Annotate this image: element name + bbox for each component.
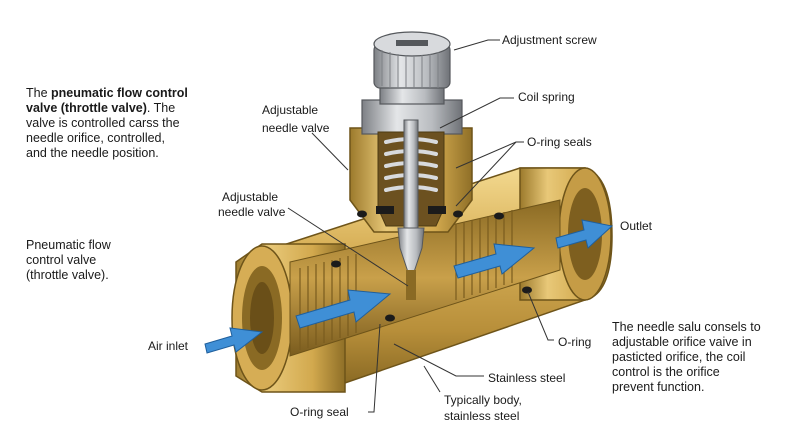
note-line-2: adjustable orifice vaive in xyxy=(612,335,752,349)
label-adj-needle-valve-2b: needle valve xyxy=(218,205,286,219)
note-line-4: control is the orifice xyxy=(612,365,720,379)
label-typically-body-b: stainless steel xyxy=(444,409,519,423)
side-caption: Pneumatic flow control valve (throttle v… xyxy=(26,238,111,283)
label-adj-needle-valve-1b: needle valve xyxy=(262,121,330,135)
label-adj-needle-valve-1a: Adjustable xyxy=(262,103,318,117)
intro-line-4: needle orifice, controlled, xyxy=(26,131,165,145)
intro-line-3: valve is controlled carss the xyxy=(26,116,180,130)
note-line-5: prevent function. xyxy=(612,380,705,394)
note-text: The needle salu consels to adjustable or… xyxy=(612,320,761,395)
label-adj-needle-valve-2a: Adjustable xyxy=(222,190,278,204)
adjustment-knob xyxy=(373,31,451,89)
flow-arrow-outlet xyxy=(555,219,614,249)
label-oring: O-ring xyxy=(558,335,591,349)
side-caption-line-2: control valve xyxy=(26,253,97,267)
label-air-inlet: Air inlet xyxy=(148,339,189,353)
leader-lines xyxy=(287,39,554,413)
label-adjustment-screw: Adjustment screw xyxy=(502,33,597,47)
intro-text: The pneumatic flow control valve (thrott… xyxy=(26,86,188,161)
side-caption-line-1: Pneumatic flow xyxy=(26,238,111,252)
flow-arrow-inlet xyxy=(204,327,264,354)
intro-line-1: The pneumatic flow control xyxy=(26,86,188,100)
intro-line-2: valve (throttle valve). The xyxy=(26,101,176,115)
side-caption-line-3: (throttle valve). xyxy=(26,268,109,282)
label-oring-seal: O-ring seal xyxy=(290,405,349,419)
label-outlet: Outlet xyxy=(620,219,653,233)
bonnet xyxy=(349,85,473,233)
flow-arrow-body-left xyxy=(295,289,392,329)
note-line-3: pasticted orifice, the coil xyxy=(612,350,746,364)
note-line-1: The needle salu consels to xyxy=(612,320,761,334)
needle xyxy=(397,227,425,300)
label-typically-body-a: Typically body, xyxy=(444,393,522,407)
label-coil-spring: Coil spring xyxy=(518,90,575,104)
flow-arrow-body-right xyxy=(453,243,536,279)
intro-line-5: and the needle position. xyxy=(26,146,159,160)
label-oring-seals: O-ring seals xyxy=(527,135,592,149)
label-stainless-steel: Stainless steel xyxy=(488,371,565,385)
